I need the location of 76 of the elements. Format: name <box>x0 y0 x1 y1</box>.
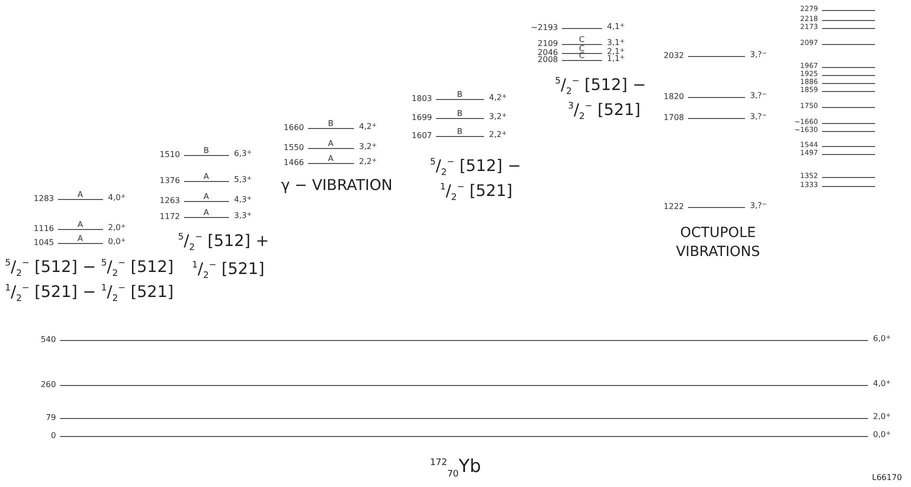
spin-label: 3,3$^{+}$ <box>234 211 252 220</box>
spin-label: 4,2$^{+}$ <box>489 93 507 102</box>
band-letter: A <box>78 234 83 243</box>
band-letter: A <box>204 192 209 201</box>
energy-value: 1466 <box>282 158 304 167</box>
spin-label: 1,1$^{+}$ <box>607 54 625 63</box>
spin-label: 3,?$^{−}$ <box>750 201 767 210</box>
energy-value: 1708 <box>662 113 684 122</box>
spin-label: 4,0$^{+}$ <box>108 193 126 202</box>
energy-value: 1222 <box>662 202 684 211</box>
energy-value: 1699 <box>410 113 432 122</box>
band-letter: C <box>579 35 585 44</box>
band-letter: A <box>328 139 334 148</box>
band-letter: A <box>78 190 83 199</box>
band-letter: A <box>328 154 334 163</box>
energy-value: 1045 <box>32 238 54 247</box>
energy-value: 1283 <box>32 194 54 203</box>
configuration-label: $^{5}$/$_{2}$$^{−}$ [512] − <box>430 156 522 175</box>
band-letter: B <box>457 109 462 118</box>
band-title: OCTUPOLE VIBRATIONS <box>674 224 762 262</box>
configuration-label: $^{3}$/$_{2}$$^{−}$ [521] <box>568 100 641 119</box>
energy-value: 2109 <box>536 39 558 48</box>
energy-value: 540 <box>40 335 56 344</box>
energy-value: ∼2193 <box>530 23 558 32</box>
spin-label: 2,0$^{+}$ <box>873 412 891 421</box>
energy-value: 1820 <box>662 92 684 101</box>
energy-value: 1172 <box>158 212 180 221</box>
energy-value: 1660 <box>282 123 304 132</box>
spin-label: 4,3$^{+}$ <box>234 195 252 204</box>
band-letter: A <box>78 220 83 229</box>
energy-value: 1607 <box>410 131 432 140</box>
energy-value: 0 <box>50 431 56 440</box>
spin-label: 4,2$^{+}$ <box>359 122 377 131</box>
spin-label: 3,1$^{+}$ <box>607 38 625 47</box>
configuration-label: $^{5}$/$_{2}$$^{−}$ [512] + <box>178 231 270 250</box>
spin-label: 3,?$^{−}$ <box>750 50 767 59</box>
spin-label: 5,3$^{+}$ <box>234 175 252 184</box>
spin-label: 0,0$^{+}$ <box>108 237 126 246</box>
band-letter: B <box>328 119 334 128</box>
energy-value: 1263 <box>158 196 180 205</box>
spin-label: 6,3$^{+}$ <box>234 149 252 158</box>
band-letter: B <box>457 127 462 136</box>
band-letter: C <box>579 44 585 53</box>
energy-value: 1550 <box>282 143 304 152</box>
band-letter: B <box>457 90 462 99</box>
energy-value: 1510 <box>158 150 180 159</box>
energy-value: 79 <box>44 413 56 422</box>
energy-value: 260 <box>40 380 56 389</box>
spin-label: 4,0$^{+}$ <box>873 379 891 388</box>
spin-label: 2,1$^{+}$ <box>607 47 625 56</box>
energy-value: 2046 <box>536 48 558 57</box>
band-letter: A <box>204 172 209 181</box>
band-letter: A <box>204 208 209 217</box>
configuration-label: $^{1}$/$_{2}$$^{−}$ [521] <box>440 181 513 200</box>
energy-value: 2008 <box>536 55 558 64</box>
configuration-label: $^{1}$/$_{2}$$^{−}$ [521] − $^{1}$/$_{2}$$^{−}$ [521] <box>5 282 174 301</box>
band-title: γ − VIBRATION <box>281 176 392 194</box>
configuration-label: $^{5}$/$_{2}$$^{−}$ [512] − $^{5}$/$_{2}$$^{−}$ [512] <box>5 257 174 276</box>
spin-label: 3,2$^{+}$ <box>359 142 377 151</box>
spin-label: 4,1$^{+}$ <box>607 22 625 31</box>
energy-value: 1803 <box>410 94 432 103</box>
energy-value: 1376 <box>158 176 180 185</box>
figure-code: L66170 <box>872 473 902 482</box>
spin-label: 6,0$^{+}$ <box>873 334 891 343</box>
spin-label: 2,2$^{+}$ <box>489 130 507 139</box>
spin-label: 3,2$^{+}$ <box>489 112 507 121</box>
energy-value: 2032 <box>662 51 684 60</box>
energy-value: 1116 <box>32 224 54 233</box>
spin-label: 0,0$^{+}$ <box>873 430 891 439</box>
spin-label: 3,?$^{−}$ <box>750 112 767 121</box>
configuration-label: $^{5}$/$_{2}$$^{−}$ [512] − <box>555 75 646 94</box>
spin-label: 2,2$^{+}$ <box>359 157 377 166</box>
spin-label: 2,0$^{+}$ <box>108 223 126 232</box>
band-letter: B <box>204 146 209 155</box>
spin-label: 3,?$^{−}$ <box>750 91 767 100</box>
configuration-label: $^{1}$/$_{2}$$^{−}$ [521] <box>192 259 265 278</box>
